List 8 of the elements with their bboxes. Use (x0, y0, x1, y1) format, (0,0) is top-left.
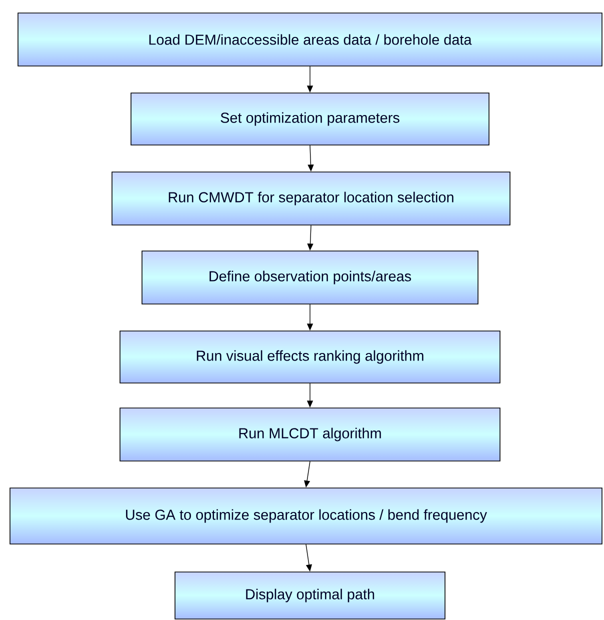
process-box: Run MLCDT algorithm (120, 408, 500, 462)
process-box: Define observation points/areas (142, 250, 478, 304)
process-box: Set optimization parameters (130, 92, 490, 146)
process-box: Load DEM/inaccessible areas data / borehole data (18, 12, 602, 66)
process-box: Display optimal path (174, 572, 446, 620)
process-box: Use GA to optimize separator locations / bend frequency (10, 488, 602, 544)
process-box: Run CMWDT for separator location selection (112, 172, 510, 226)
process-box: Run visual effects ranking algorithm (120, 330, 500, 384)
